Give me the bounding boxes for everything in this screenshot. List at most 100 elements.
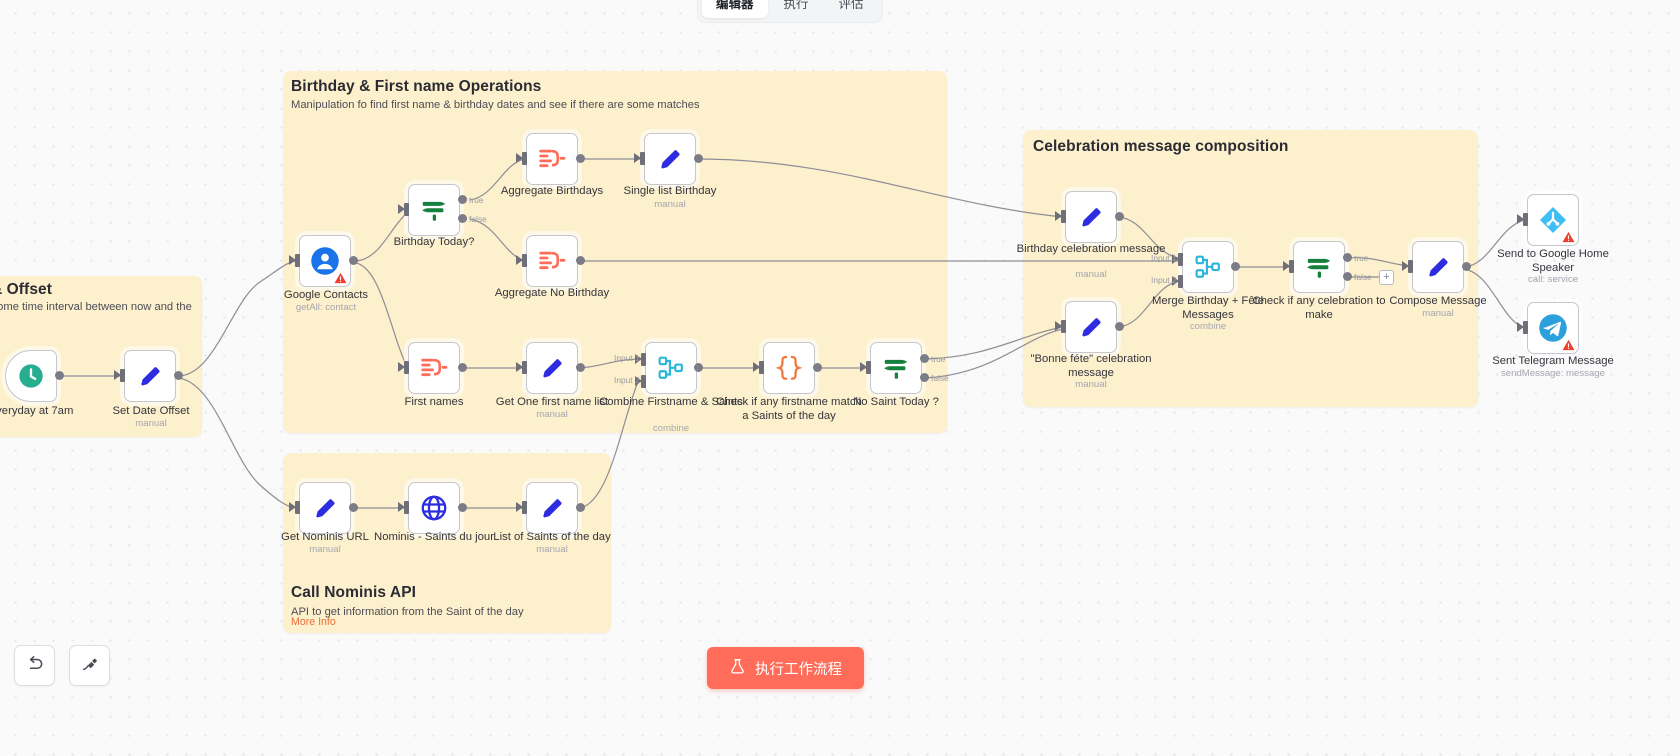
port-in-send-to-google-home-speaker[interactable] — [1517, 213, 1528, 226]
node-aggregate-birthdays[interactable] — [526, 133, 578, 185]
aggregate-icon — [537, 146, 567, 172]
port-in-merge-input1[interactable] — [1172, 253, 1183, 266]
pencil-icon — [539, 355, 566, 382]
port-in-birthday-today[interactable] — [398, 203, 409, 216]
globe-icon — [420, 494, 448, 522]
node-single-list-birthday[interactable] — [644, 133, 696, 185]
port-tag-no-saint-today-true: true — [931, 354, 946, 364]
workflow-tabs[interactable]: 编辑器 执行 评估 — [698, 0, 882, 22]
port-in-aggregate-no-birthday[interactable] — [516, 254, 527, 267]
node-get-nominis-url[interactable] — [299, 482, 351, 534]
port-in-sent-telegram-message[interactable] — [1517, 321, 1528, 334]
port-in-list-of-saints[interactable] — [516, 501, 527, 514]
port-in-get-one-first-name-list[interactable] — [516, 361, 527, 374]
node-aggregate-no-birthday[interactable] — [526, 235, 578, 287]
node-check-firstname-match[interactable] — [763, 342, 815, 394]
tidy-up-button[interactable] — [69, 645, 110, 686]
port-in-first-names[interactable] — [398, 361, 409, 374]
sticky-title-celebration: Celebration message composition — [1033, 138, 1289, 155]
node-merge-birthday-fete-messages[interactable] — [1182, 241, 1234, 293]
node-google-contacts[interactable] — [299, 235, 351, 287]
port-out-get-nominis-url[interactable] — [349, 503, 358, 512]
port-out-list-of-saints[interactable] — [576, 503, 585, 512]
node-birthday-celebration-message[interactable] — [1065, 191, 1117, 243]
node-send-to-google-home-speaker[interactable] — [1527, 194, 1579, 246]
code-icon — [774, 354, 804, 382]
sticky-title-birthday: Birthday & First name Operations — [291, 78, 542, 95]
port-in-single-list-birthday[interactable] — [634, 152, 645, 165]
port-in-aggregate-birthdays[interactable] — [516, 152, 527, 165]
port-in-birthday-celebration-message[interactable] — [1055, 210, 1066, 223]
port-out-google-contacts[interactable] — [349, 256, 358, 265]
port-in-compose-message[interactable] — [1402, 260, 1413, 273]
port-in-set-date-offset[interactable] — [114, 369, 125, 382]
port-out-birthday-celebration-message[interactable] — [1115, 212, 1124, 221]
port-out-nominis-saints-du-jour[interactable] — [458, 503, 467, 512]
node-nominis-saints-du-jour[interactable] — [408, 482, 460, 534]
port-in-get-nominis-url[interactable] — [289, 501, 300, 514]
port-in-merge-input2[interactable] — [1172, 275, 1183, 288]
port-out-merge[interactable] — [1231, 262, 1240, 271]
tab-evaluations[interactable]: 评估 — [838, 0, 864, 11]
switch-icon — [1304, 252, 1334, 282]
port-out-bonne-fete-celebration-message[interactable] — [1115, 322, 1124, 331]
port-out-birthday-today-true[interactable] — [458, 195, 467, 204]
port-tag-check-any-celebration-false: false — [1354, 272, 1372, 282]
pencil-icon — [657, 146, 684, 173]
port-tag-birthday-today-false: false — [469, 214, 487, 224]
tab-executions[interactable]: 执行 — [783, 0, 809, 11]
node-first-names[interactable] — [408, 342, 460, 394]
port-in-check-firstname-match[interactable] — [753, 361, 764, 374]
port-out-single-list-birthday[interactable] — [694, 154, 703, 163]
port-out-compose-message[interactable] — [1462, 262, 1471, 271]
undo-button[interactable] — [14, 645, 55, 686]
execute-workflow-label: 执行工作流程 — [755, 661, 842, 678]
port-in-check-any-celebration[interactable] — [1283, 260, 1294, 273]
node-combine-firstname-saints[interactable] — [645, 342, 697, 394]
port-tag-check-any-celebration-true: true — [1354, 253, 1369, 263]
port-out-no-saint-today-false[interactable] — [920, 373, 929, 382]
port-out-aggregate-birthdays[interactable] — [576, 154, 585, 163]
port-out-no-saint-today-true[interactable] — [920, 354, 929, 363]
aggregate-icon — [419, 355, 449, 381]
port-out-set-date-offset[interactable] — [174, 371, 183, 380]
node-no-saint-today[interactable] — [870, 342, 922, 394]
port-out-get-one-first-name-list[interactable] — [576, 363, 585, 372]
node-everyday-at-7am[interactable] — [5, 350, 57, 402]
node-check-any-celebration[interactable] — [1293, 241, 1345, 293]
port-out-check-any-celebration-true[interactable] — [1343, 253, 1352, 262]
add-node-stub-button[interactable]: + — [1379, 270, 1394, 285]
sticky-link-more-info[interactable]: More Info — [291, 616, 336, 628]
node-label-sent-telegram-message: Sent Telegram Message — [1492, 355, 1614, 367]
port-tag-merge-input2: Input 2 — [1151, 275, 1177, 285]
port-out-combine[interactable] — [694, 363, 703, 372]
node-compose-message[interactable] — [1412, 241, 1464, 293]
node-birthday-today[interactable] — [408, 184, 460, 236]
port-in-combine-input2[interactable] — [635, 375, 646, 388]
port-out-everyday-at-7am[interactable] — [55, 371, 64, 380]
node-bonne-fete-celebration-message[interactable] — [1065, 301, 1117, 353]
sticky-subtitle-scheduling: If you need to put some time interval be… — [0, 301, 192, 313]
port-in-no-saint-today[interactable] — [860, 361, 871, 374]
tab-editor[interactable]: 编辑器 — [702, 0, 768, 18]
execute-workflow-button[interactable]: 执行工作流程 — [707, 647, 864, 689]
port-in-nominis-saints-du-jour[interactable] — [398, 501, 409, 514]
node-list-of-saints[interactable] — [526, 482, 578, 534]
warning-icon — [334, 272, 347, 284]
pencil-icon — [1078, 314, 1105, 341]
node-set-date-offset[interactable] — [124, 350, 176, 402]
port-out-first-names[interactable] — [458, 363, 467, 372]
node-get-one-first-name-list[interactable] — [526, 342, 578, 394]
clock-icon — [17, 362, 45, 390]
port-out-birthday-today-false[interactable] — [458, 214, 467, 223]
aggregate-icon — [537, 248, 567, 274]
port-out-check-firstname-match[interactable] — [813, 363, 822, 372]
port-out-aggregate-no-birthday[interactable] — [576, 256, 585, 265]
port-in-bonne-fete-celebration-message[interactable] — [1055, 320, 1066, 333]
port-in-combine-input1[interactable] — [635, 353, 646, 366]
port-out-check-any-celebration-false[interactable] — [1343, 272, 1352, 281]
switch-icon — [419, 195, 449, 225]
node-sent-telegram-message[interactable] — [1527, 302, 1579, 354]
port-in-google-contacts[interactable] — [289, 254, 300, 267]
